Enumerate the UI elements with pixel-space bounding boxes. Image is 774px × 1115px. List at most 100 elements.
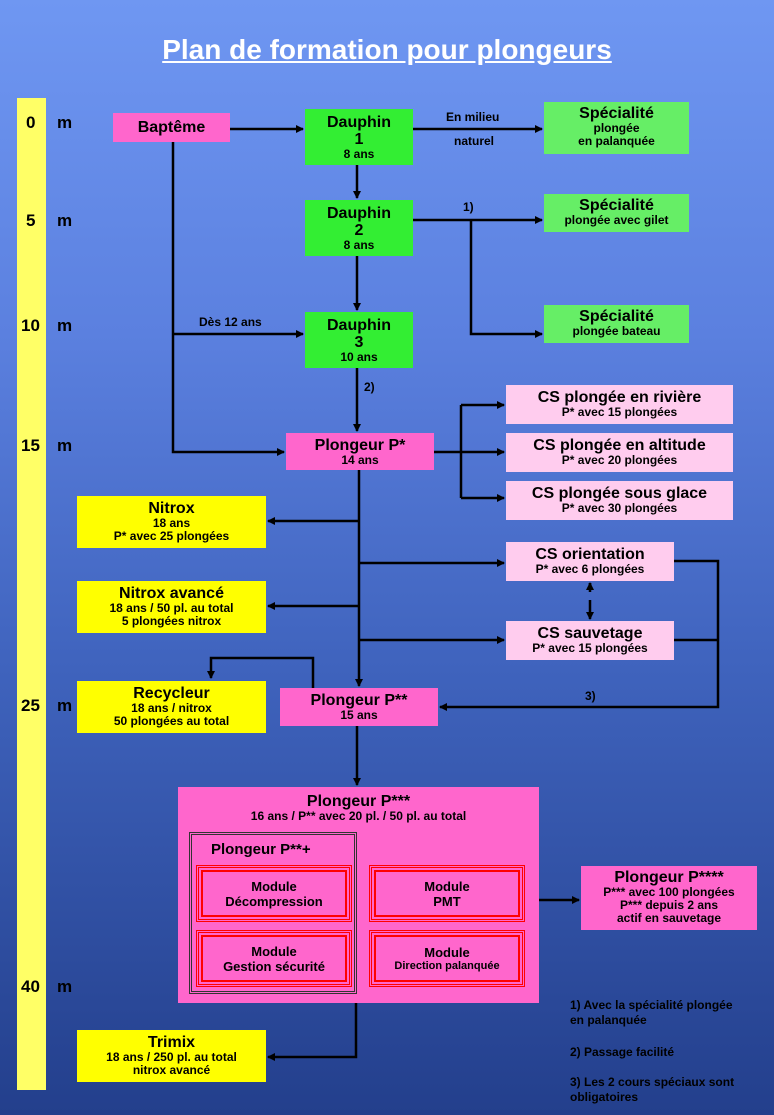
module-direction-palanquee: Module Direction palanquée [369,930,525,987]
box-subtitle: P* avec 25 plongées [113,529,230,543]
box-title: CS orientation [535,546,645,563]
box-subtitle: 16 ans / P** avec 20 pl. / 50 pl. au tot… [250,809,467,823]
label-ref-3: 3) [585,689,596,703]
footnote-3: 3) Les 2 cours spéciaux sont obligatoire… [570,1075,734,1105]
box-subtitle: 18 ans / 250 pl. au total [106,1050,237,1064]
plongeur-p2plus-frame [189,832,357,994]
module-gestion-securite: Module Gestion sécurité [196,930,352,987]
box-number: 3 [354,334,364,351]
depth-unit: m [57,696,73,715]
box-subtitle: 8 ans [343,147,375,161]
plongeur-p1-box: Plongeur P* 14 ans [286,433,434,470]
dauphin2-box: Dauphin 2 8 ans [305,200,413,256]
module-name: PMT [433,893,461,909]
depth-unit: m [57,113,73,132]
depth-value: 5 [26,211,36,230]
module-label: Module [251,943,297,959]
box-subtitle: 15 ans [340,708,378,722]
module-decompression: Module Décompression [196,865,352,922]
box-title: CS sauvetage [537,625,643,642]
label-ref-2: 2) [364,380,375,394]
footnote-line: en palanquée [570,1013,647,1027]
cs-orientation-box: CS orientation P* avec 6 plongées [506,542,674,581]
specialite-gilet-box: Spécialité plongée avec gilet [544,194,689,232]
module-name: Direction palanquée [394,960,500,972]
cs-glace-box: CS plongée sous glace P* avec 30 plongée… [506,481,733,520]
box-subtitle: 10 ans [340,350,378,364]
box-title: CS plongée en rivière [537,389,702,406]
depth-unit: m [57,977,73,996]
box-title: Plongeur P*** [306,793,411,810]
footnote-2: 2) Passage facilité [570,1045,675,1059]
depth-value: 40 [21,977,40,996]
depth-scale-bar [17,98,46,1090]
footnote-line: 1) Avec la spécialité plongée [570,998,733,1012]
nitrox-box: Nitrox 18 ans P* avec 25 plongées [77,496,266,548]
box-title: Plongeur P* [314,437,406,454]
box-subtitle: P* avec 30 plongées [561,501,678,515]
box-subtitle: P*** depuis 2 ans [619,898,719,912]
module-name: Décompression [225,893,323,909]
box-subtitle: 18 ans / 50 pl. au total [109,601,234,615]
footnote-line: obligatoires [570,1090,639,1104]
box-title: Spécialité [579,105,654,122]
box-subtitle: 18 ans [152,516,191,530]
depth-unit: m [57,436,73,455]
box-subtitle: nitrox avancé [132,1063,211,1077]
box-subtitle: P* avec 15 plongées [532,641,648,655]
box-subtitle: 14 ans [341,453,379,467]
box-title: Dauphin [327,317,391,334]
module-pmt: Module PMT [369,865,525,922]
cs-altitude-box: CS plongée en altitude P* avec 20 plongé… [506,433,733,472]
footnote-1: 1) Avec la spécialité plongée en palanqu… [570,998,733,1028]
depth-value: 15 [21,436,40,455]
trimix-box: Trimix 18 ans / 250 pl. au total nitrox … [77,1030,266,1082]
footnote-line: 3) Les 2 cours spéciaux sont [570,1075,735,1089]
box-subtitle: P*** avec 100 plongées [603,885,735,899]
module-label: Module [251,878,297,894]
box-subtitle: 5 plongées nitrox [121,614,222,628]
label-en-milieu: En milieu [446,110,500,124]
bapteme-box: Baptême [113,113,230,142]
box-subtitle: plongée [593,121,640,135]
module-name: Gestion sécurité [223,958,325,974]
specialite-bateau-box: Spécialité plongée bateau [544,305,689,343]
depth-value: 25 [21,696,40,715]
box-subtitle: 8 ans [343,238,375,252]
plongeur-p2plus-title: Plongeur P**+ [211,841,311,858]
box-title: Nitrox avancé [119,585,224,602]
depth-value: 10 [21,316,40,335]
box-subtitle: P* avec 20 plongées [561,453,678,467]
depth-unit: m [57,211,73,230]
box-title: Recycleur [133,685,210,702]
box-title: Dauphin [327,205,391,222]
box-subtitle: plongée avec gilet [564,213,669,227]
box-subtitle: 18 ans / nitrox [131,701,212,715]
module-label: Module [424,878,470,894]
box-subtitle: actif en sauvetage [616,911,722,925]
recycleur-box: Recycleur 18 ans / nitrox 50 plongées au… [77,681,266,733]
module-label: Module [424,945,470,960]
box-title: CS plongée en altitude [533,437,706,454]
plongeur-p2-box: Plongeur P** 15 ans [280,688,438,726]
box-number: 1 [354,131,364,148]
box-subtitle: en palanquée [578,134,655,148]
depth-unit: m [57,316,73,335]
cs-sauvetage-box: CS sauvetage P* avec 15 plongées [506,621,674,660]
box-title: Spécialité [579,308,654,325]
box-subtitle: plongée bateau [572,324,661,338]
box-number: 2 [354,222,364,239]
box-title: Baptême [137,119,206,136]
dauphin3-box: Dauphin 3 10 ans [305,312,413,368]
dauphin1-box: Dauphin 1 8 ans [305,109,413,165]
label-ref-1: 1) [463,200,474,214]
box-title: Plongeur P** [310,692,408,709]
box-subtitle: P* avec 6 plongées [535,562,645,576]
depth-value: 0 [26,113,36,132]
box-title: Spécialité [579,197,654,214]
box-title: Trimix [147,1034,196,1051]
plongeur-p4-box: Plongeur P**** P*** avec 100 plongées P*… [581,866,757,930]
box-subtitle: 50 plongées au total [113,714,230,728]
box-subtitle: P* avec 15 plongées [561,405,678,419]
